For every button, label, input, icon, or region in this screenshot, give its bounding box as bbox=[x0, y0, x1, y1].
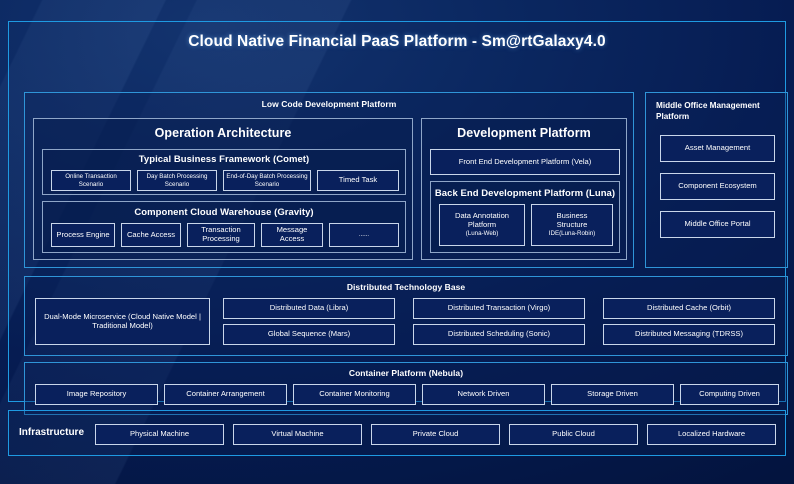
box-front-end-development-platform[interactable]: Front End Development Platform (Vela) bbox=[430, 149, 620, 175]
box-business-structure-ide[interactable]: Business Structure IDE(Luna-Robin) bbox=[531, 204, 613, 246]
box-distributed-cache[interactable]: Distributed Cache (Orbit) bbox=[603, 298, 775, 319]
page-title: Cloud Native Financial PaaS Platform - S… bbox=[188, 33, 606, 50]
infrastructure-panel: Infrastructure Physical Machine Virtual … bbox=[8, 410, 786, 456]
distributed-technology-base-panel: Distributed Technology Base Dual-Mode Mi… bbox=[24, 276, 788, 356]
box-network-driven[interactable]: Network Driven bbox=[422, 384, 545, 405]
typical-business-framework-panel: Typical Business Framework (Comet) Onlin… bbox=[42, 149, 406, 195]
box-data-annotation-platform[interactable]: Data Annotation Platform (Luna-Web) bbox=[439, 204, 525, 246]
box-online-transaction-scenario[interactable]: Online Transaction Scenario bbox=[51, 170, 131, 191]
box-storage-driven[interactable]: Storage Driven bbox=[551, 384, 674, 405]
component-cloud-warehouse-title: Component Cloud Warehouse (Gravity) bbox=[134, 207, 314, 218]
box-distributed-data[interactable]: Distributed Data (Libra) bbox=[223, 298, 395, 319]
box-end-of-day-batch-processing-scenario[interactable]: End-of-Day Batch Processing Scenario bbox=[223, 170, 311, 191]
business-structure-line2: Structure bbox=[556, 220, 588, 230]
box-distributed-messaging[interactable]: Distributed Messaging (TDRSS) bbox=[603, 324, 775, 345]
middle-office-title: Middle Office Management Platform bbox=[656, 101, 760, 122]
box-image-repository[interactable]: Image Repository bbox=[35, 384, 158, 405]
box-asset-management[interactable]: Asset Management bbox=[660, 135, 775, 162]
platform-main-frame: Cloud Native Financial PaaS Platform - S… bbox=[8, 21, 788, 415]
back-end-development-platform-panel: Back End Development Platform (Luna) Dat… bbox=[430, 181, 620, 253]
low-code-development-platform-panel: Low Code Development Platform Operation … bbox=[24, 92, 634, 268]
box-virtual-machine[interactable]: Virtual Machine bbox=[233, 424, 362, 445]
typical-business-framework-title: Typical Business Framework (Comet) bbox=[138, 154, 310, 165]
box-container-monitoring[interactable]: Container Monitoring bbox=[293, 384, 416, 405]
box-public-cloud[interactable]: Public Cloud bbox=[509, 424, 638, 445]
development-platform-panel: Development Platform Front End Developme… bbox=[421, 118, 627, 260]
box-transaction-processing[interactable]: Transaction Processing bbox=[187, 223, 255, 247]
box-computing-driven[interactable]: Computing Driven bbox=[680, 384, 779, 405]
infrastructure-label: Infrastructure bbox=[19, 427, 85, 438]
box-localized-hardware[interactable]: Localized Hardware bbox=[647, 424, 776, 445]
box-day-batch-processing-scenario[interactable]: Day Batch Processing Scenario bbox=[137, 170, 217, 191]
box-middle-office-portal[interactable]: Middle Office Portal bbox=[660, 211, 775, 238]
box-container-arrangement[interactable]: Container Arrangement bbox=[164, 384, 287, 405]
box-dual-mode-microservice[interactable]: Dual-Mode Microservice (Cloud Native Mod… bbox=[35, 298, 210, 345]
box-component-ecosystem[interactable]: Component Ecosystem bbox=[660, 173, 775, 200]
data-annotation-line3: (Luna-Web) bbox=[465, 230, 499, 238]
operation-architecture-title: Operation Architecture bbox=[154, 126, 292, 140]
business-structure-line3: IDE(Luna-Robin) bbox=[548, 230, 596, 238]
box-distributed-scheduling[interactable]: Distributed Scheduling (Sonic) bbox=[413, 324, 585, 345]
back-end-development-platform-title: Back End Development Platform (Luna) bbox=[434, 188, 616, 199]
operation-architecture-panel: Operation Architecture Typical Business … bbox=[33, 118, 413, 260]
distributed-technology-base-title: Distributed Technology Base bbox=[346, 282, 466, 292]
box-process-engine[interactable]: Process Engine bbox=[51, 223, 115, 247]
box-private-cloud[interactable]: Private Cloud bbox=[371, 424, 500, 445]
component-cloud-warehouse-panel: Component Cloud Warehouse (Gravity) Proc… bbox=[42, 201, 406, 253]
middle-office-management-platform-panel: Middle Office Management Platform Asset … bbox=[645, 92, 788, 268]
container-platform-panel: Container Platform (Nebula) Image Reposi… bbox=[24, 362, 788, 415]
box-message-access[interactable]: Message Access bbox=[261, 223, 323, 247]
box-cache-access[interactable]: Cache Access bbox=[121, 223, 181, 247]
box-physical-machine[interactable]: Physical Machine bbox=[95, 424, 224, 445]
low-code-platform-title: Low Code Development Platform bbox=[261, 99, 397, 109]
box-distributed-transaction[interactable]: Distributed Transaction (Virgo) bbox=[413, 298, 585, 319]
business-structure-line1: Business bbox=[556, 211, 588, 221]
data-annotation-line2: Platform bbox=[467, 220, 497, 230]
data-annotation-line1: Data Annotation bbox=[454, 211, 510, 221]
box-ellipsis[interactable]: ...... bbox=[329, 223, 399, 247]
box-global-sequence[interactable]: Global Sequence (Mars) bbox=[223, 324, 395, 345]
development-platform-title: Development Platform bbox=[457, 126, 591, 140]
box-timed-task[interactable]: Timed Task bbox=[317, 170, 399, 191]
container-platform-title: Container Platform (Nebula) bbox=[348, 368, 464, 378]
